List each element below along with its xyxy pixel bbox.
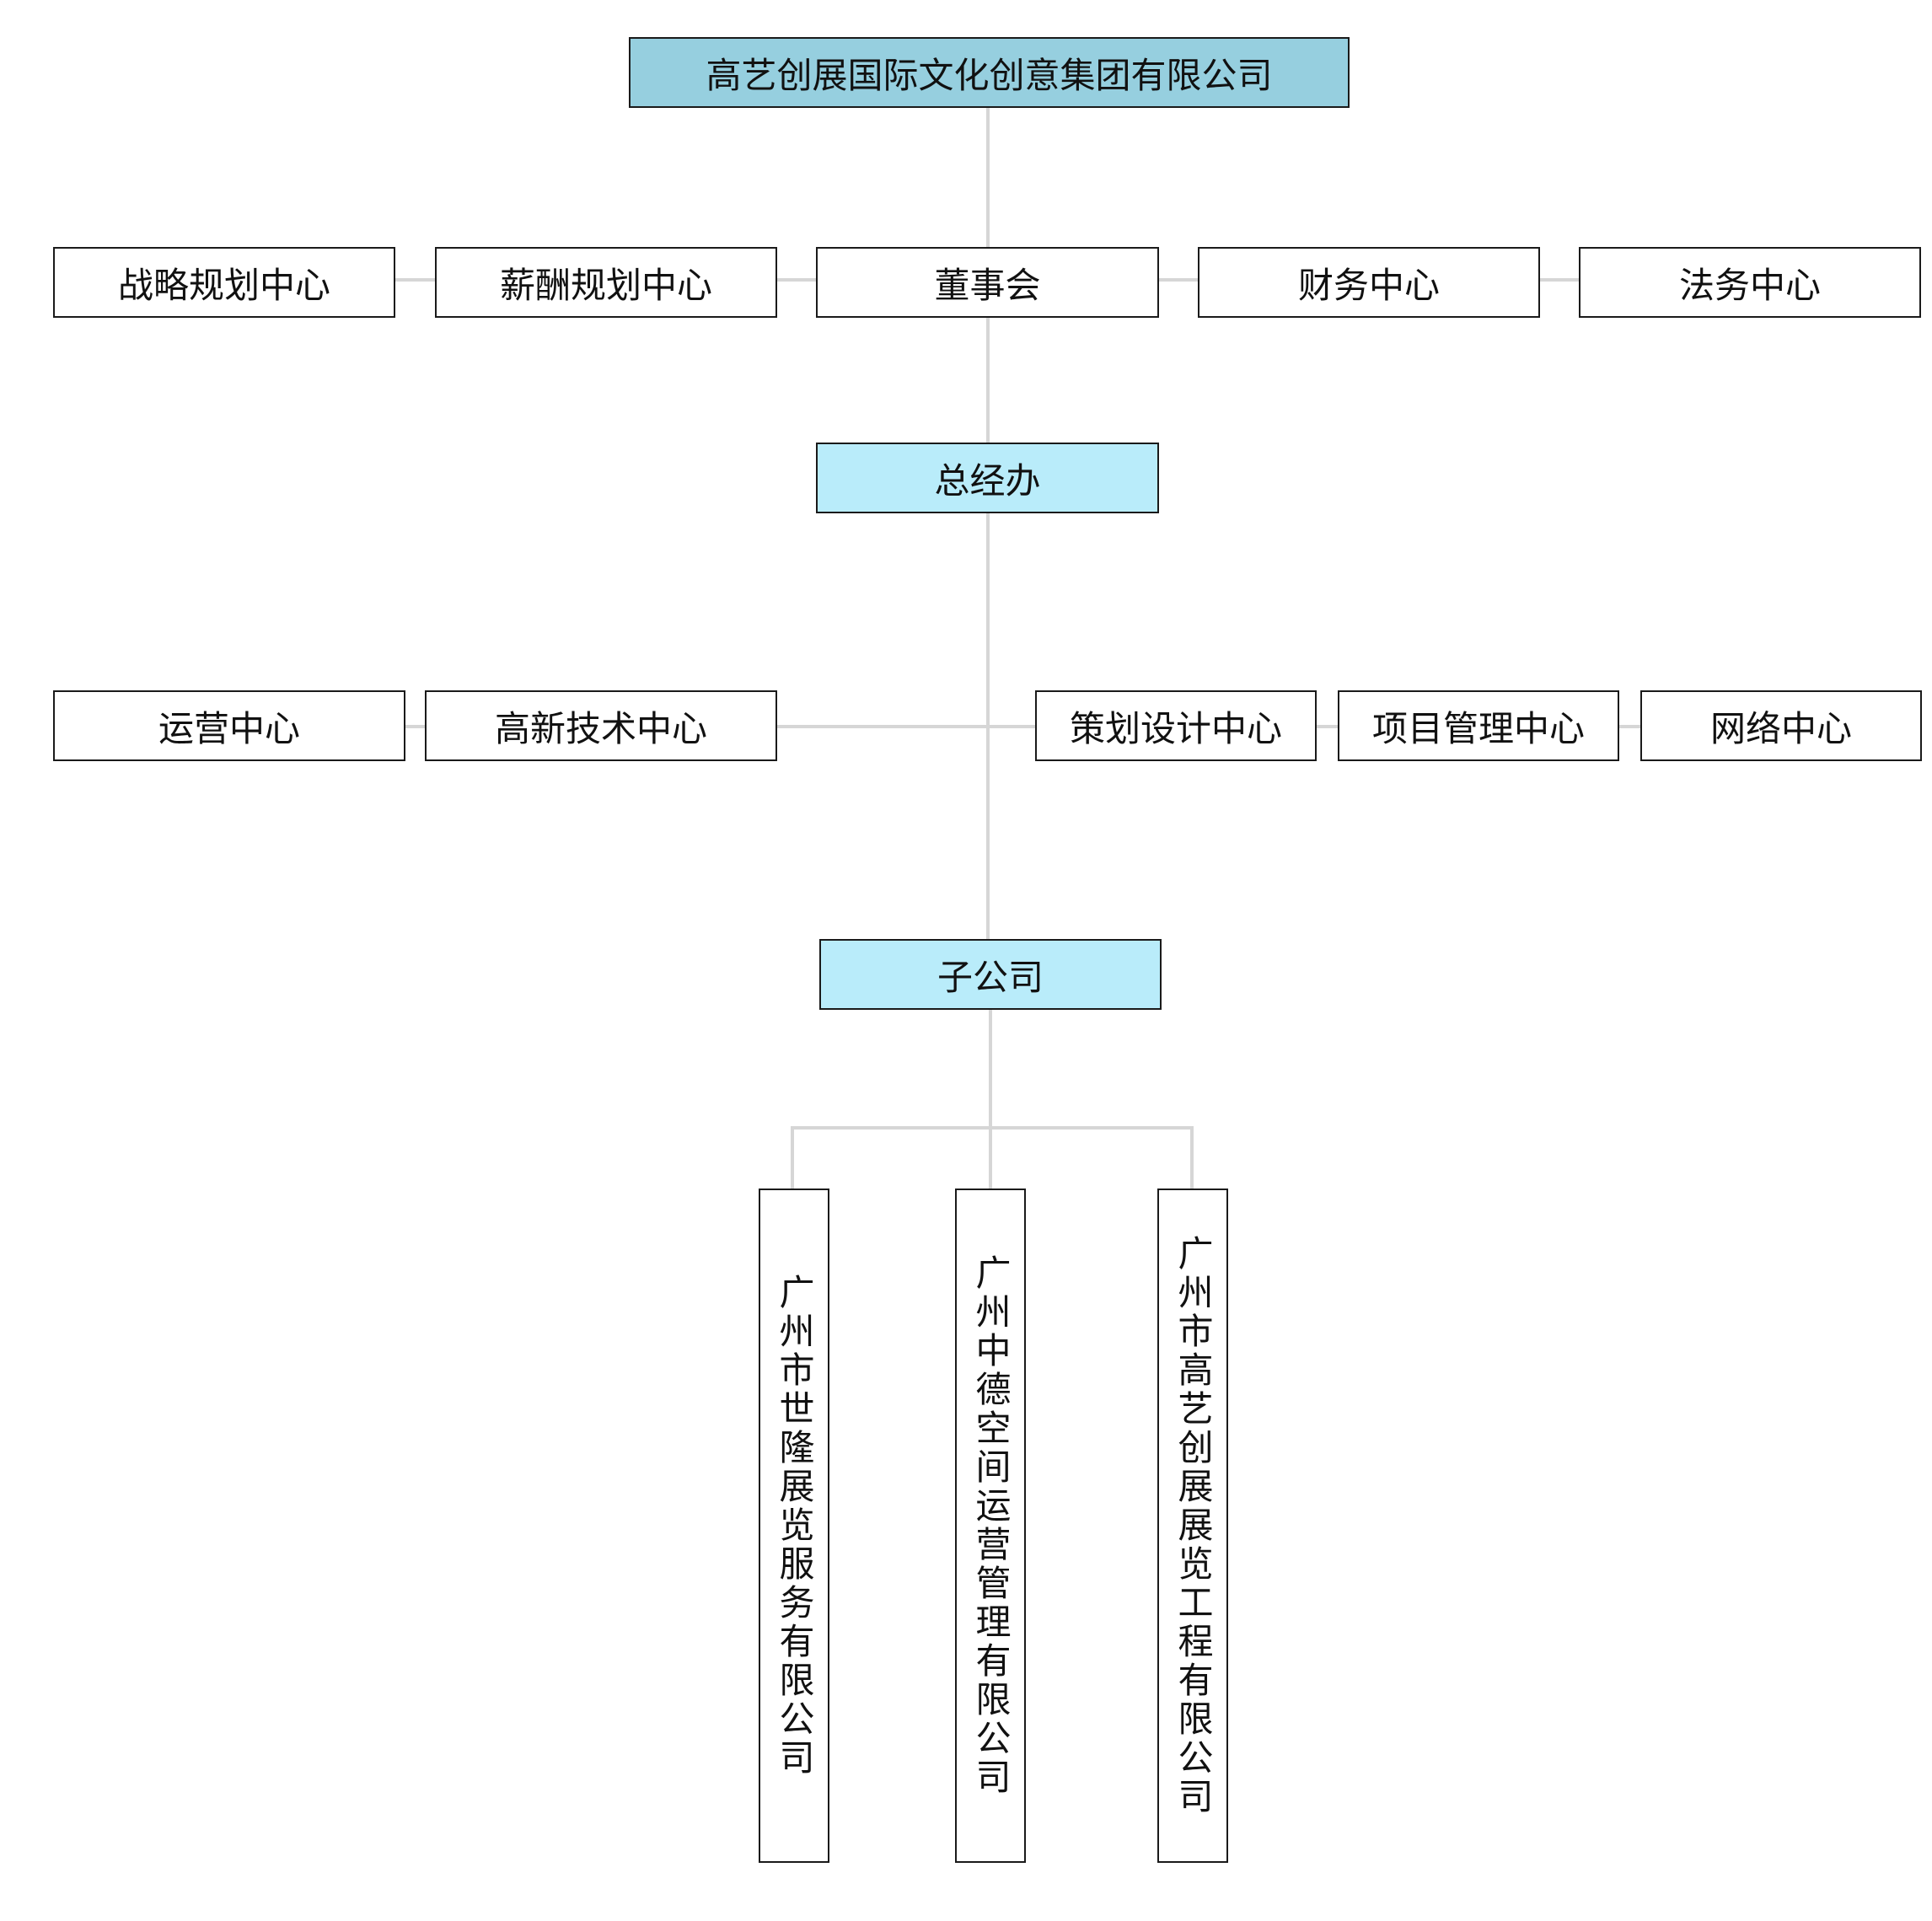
legal-center-label: 法务中心 xyxy=(1678,264,1821,306)
planning-design-center-box: 策划设计中心 xyxy=(1035,690,1317,761)
strategy-planning-center-label: 战略规划中心 xyxy=(117,264,330,306)
planning-design-center-label: 策划设计中心 xyxy=(1069,707,1282,749)
root-company-box: 高艺创展国际文化创意集团有限公司 xyxy=(629,37,1350,108)
operations-center-box: 运营中心 xyxy=(53,690,405,761)
project-management-center-label: 项目管理中心 xyxy=(1371,707,1585,749)
subsidiary-box-gaoyi: 广州市高艺创展展览工程有限公司 xyxy=(1157,1189,1228,1863)
compensation-planning-center-label: 薪酬规划中心 xyxy=(499,264,712,306)
operations-center-label: 运营中心 xyxy=(158,707,300,749)
subsidiary-box-zhongde: 广州中德空间运营管理有限公司 xyxy=(955,1189,1026,1863)
subsidiary-label-gaoyi: 广州市高艺创展展览工程有限公司 xyxy=(1173,1235,1214,1816)
strategy-planning-center-box: 战略规划中心 xyxy=(53,247,395,318)
high-tech-center-box: 高新技术中心 xyxy=(425,690,777,761)
compensation-planning-center-box: 薪酬规划中心 xyxy=(435,247,777,318)
root-company-label: 高艺创展国际文化创意集团有限公司 xyxy=(706,54,1273,96)
gm-office-label: 总经办 xyxy=(934,459,1041,502)
network-center-label: 网络中心 xyxy=(1709,707,1852,749)
subsidiary-box-shilong: 广州市世隆展览服务有限公司 xyxy=(759,1189,829,1863)
finance-center-box: 财务中心 xyxy=(1198,247,1540,318)
subsidiaries-box: 子公司 xyxy=(819,939,1162,1010)
finance-center-label: 财务中心 xyxy=(1297,264,1440,306)
high-tech-center-label: 高新技术中心 xyxy=(494,707,707,749)
board-of-directors-box: 董事会 xyxy=(816,247,1159,318)
network-center-box: 网络中心 xyxy=(1640,690,1922,761)
subsidiary-label-shilong: 广州市世隆展览服务有限公司 xyxy=(774,1274,815,1778)
board-of-directors-label: 董事会 xyxy=(934,264,1041,306)
subsidiaries-label: 子公司 xyxy=(936,956,1044,998)
legal-center-box: 法务中心 xyxy=(1579,247,1921,318)
project-management-center-box: 项目管理中心 xyxy=(1338,690,1619,761)
gm-office-box: 总经办 xyxy=(816,443,1159,513)
subsidiary-label-zhongde: 广州中德空间运营管理有限公司 xyxy=(970,1254,1012,1797)
